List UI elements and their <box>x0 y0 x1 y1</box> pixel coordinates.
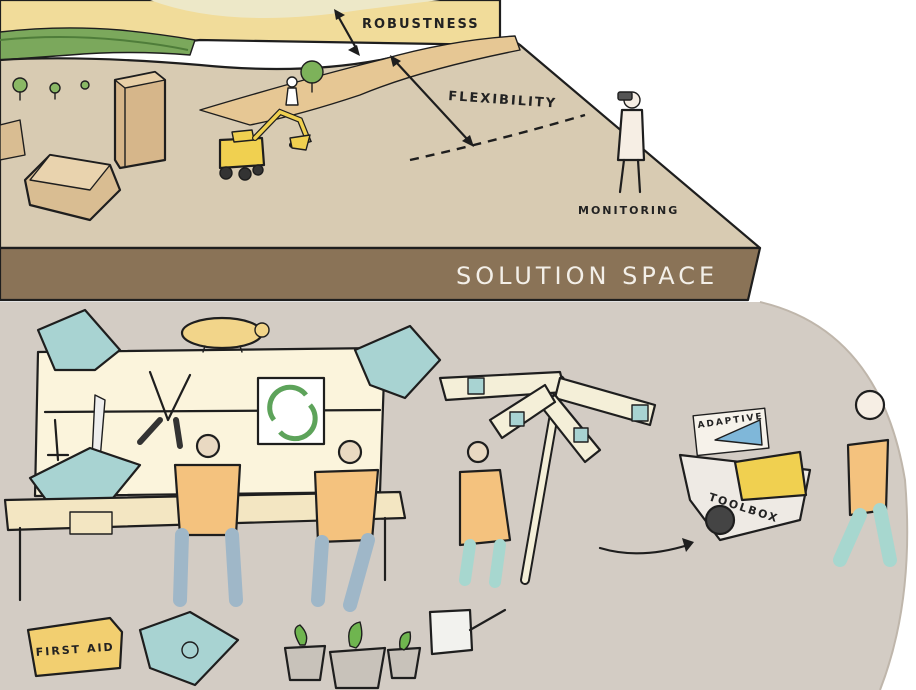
monitoring-person-icon <box>616 91 646 194</box>
plants-icon <box>283 621 422 690</box>
flexibility-arrow-icon <box>390 55 586 162</box>
robustness-label: ROBUSTNESS <box>362 17 480 32</box>
person-right-icon <box>311 439 380 612</box>
house-icon <box>0 119 122 222</box>
upper-landscape: ROBUSTNESS FLEXIBILITY MONITORING <box>0 0 762 250</box>
recycle-poster-icon <box>256 376 326 446</box>
scissors-icon <box>137 370 192 449</box>
excavator-icon <box>218 108 312 181</box>
person-on-hill-icon <box>285 76 299 106</box>
solution-space-slab: SOLUTION SPACE <box>0 246 762 302</box>
strategy-tags <box>28 308 442 687</box>
movement-arrow-icon <box>598 538 694 555</box>
person-at-signpost-icon <box>458 440 512 588</box>
signpost-icon <box>438 370 657 585</box>
person-left-icon <box>173 433 243 607</box>
piggy-bank-icon <box>180 316 270 353</box>
monitoring-label: MONITORING <box>578 204 679 217</box>
watering-can-icon <box>428 608 507 656</box>
first-aid-label: FIRST AID <box>35 641 115 659</box>
solution-space-label: SOLUTION SPACE <box>456 262 718 290</box>
building-icon <box>113 70 167 170</box>
robustness-arrow-icon <box>334 9 360 56</box>
wheelbarrow-icon: ADAPTIVE TOOLBOX <box>678 407 812 542</box>
person-with-wheelbarrow-icon <box>833 389 897 567</box>
tree-icon <box>12 60 324 101</box>
first-aid-box-icon: FIRST AID <box>26 616 124 678</box>
